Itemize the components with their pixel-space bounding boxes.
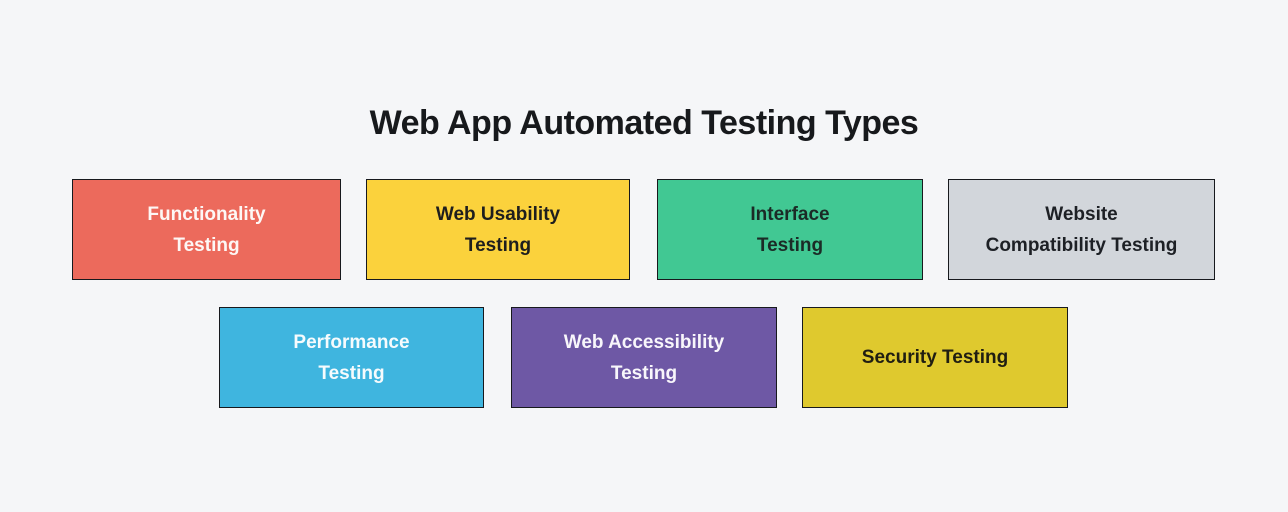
page-title: Web App Automated Testing Types	[369, 103, 919, 142]
box-label-line: Performance	[293, 331, 410, 353]
box-label-line: Website	[1045, 203, 1118, 225]
box-web-accessibility-testing: Web Accessibility Testing	[511, 307, 777, 408]
box-label-line: Web Accessibility	[563, 331, 725, 353]
box-label-line: Security Testing	[861, 347, 1009, 368]
box-interface-testing: Interface Testing	[657, 179, 923, 280]
box-label-line: Testing	[173, 234, 240, 256]
box-label-line: Testing	[464, 234, 532, 256]
box-label-line: Interface	[750, 203, 830, 225]
box-functionality-testing: Functionality Testing	[72, 179, 341, 280]
box-label-line: Testing	[756, 234, 824, 256]
box-website-compatibility-testing: Website Compatibility Testing	[948, 179, 1215, 280]
box-label-line: Compatibility Testing	[985, 234, 1178, 256]
box-label-line: Web Usability	[435, 203, 561, 225]
box-label-line: Functionality	[147, 203, 266, 225]
box-security-testing: Security Testing	[802, 307, 1068, 408]
box-performance-testing: Performance Testing	[219, 307, 484, 408]
box-label-line: Testing	[610, 362, 678, 384]
box-web-usability-testing: Web Usability Testing	[366, 179, 630, 280]
box-label-line: Testing	[318, 362, 385, 384]
